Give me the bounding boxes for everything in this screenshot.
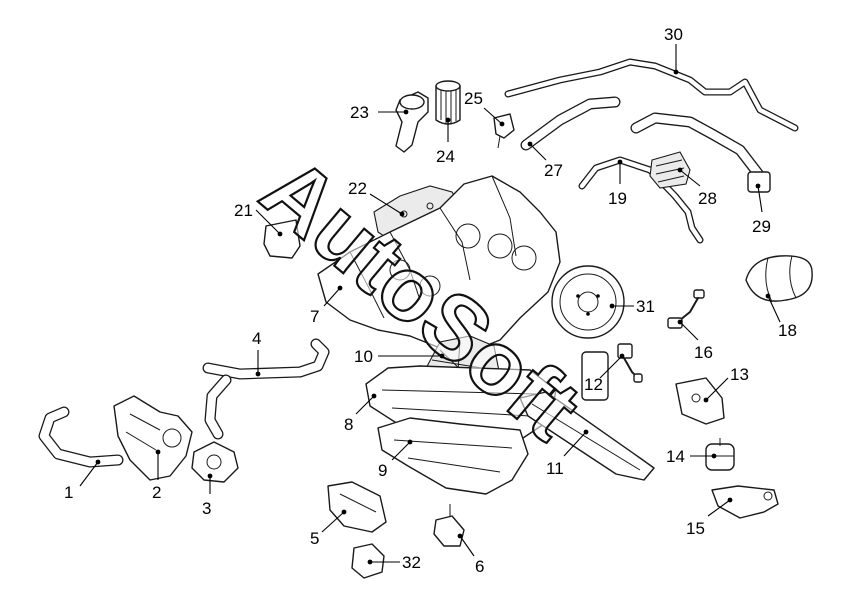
callout-label-19: 19 [608, 189, 627, 208]
callout-label-13: 13 [730, 365, 749, 384]
callout-label-14: 14 [666, 447, 685, 466]
callout-label-9: 9 [378, 461, 387, 480]
callout-10: 10 [354, 347, 445, 366]
callout-label-24: 24 [436, 147, 455, 166]
part-1-hose [38, 406, 124, 468]
callout-16: 16 [677, 319, 713, 362]
callout-label-32: 32 [402, 553, 421, 572]
part-28-connector [649, 151, 691, 189]
callout-2: 2 [152, 449, 161, 502]
part-16-harness [667, 289, 705, 329]
part-18-filter [745, 255, 813, 303]
callout-label-21: 21 [234, 201, 253, 220]
callout-label-4: 4 [252, 329, 261, 348]
callout-24: 24 [436, 117, 455, 166]
callout-9: 9 [378, 439, 413, 480]
callout-31: 31 [609, 297, 655, 316]
callout-label-10: 10 [354, 347, 373, 366]
part-6-sensor [433, 504, 465, 547]
callout-4: 4 [252, 329, 261, 377]
callout-29: 29 [752, 183, 771, 236]
part-31-flywheel [551, 265, 625, 339]
callout-22: 22 [348, 179, 405, 217]
callout-label-25: 25 [464, 89, 483, 108]
callout-12: 12 [584, 353, 625, 394]
callout-label-31: 31 [636, 297, 655, 316]
part-12-sensor [617, 343, 643, 383]
callout-label-22: 22 [348, 179, 367, 198]
callout-6: 6 [457, 533, 484, 576]
callout-label-18: 18 [778, 321, 797, 340]
callout-label-23: 23 [350, 103, 369, 122]
callout-27: 27 [527, 141, 563, 180]
callout-18: 18 [765, 293, 797, 340]
part-24-filter [435, 80, 461, 125]
callout-label-3: 3 [202, 499, 211, 518]
callout-19: 19 [608, 159, 627, 208]
part-14-mount [705, 438, 735, 471]
callout-25: 25 [464, 89, 505, 127]
callout-label-16: 16 [694, 343, 713, 362]
callout-8: 8 [344, 393, 377, 434]
callout-label-5: 5 [310, 529, 319, 548]
callout-label-29: 29 [752, 217, 771, 236]
part-3-thermostat [191, 441, 239, 483]
callout-label-12: 12 [584, 375, 603, 394]
part-4-hose [202, 338, 330, 440]
callout-15: 15 [686, 497, 733, 538]
callout-28: 28 [677, 167, 717, 208]
callout-label-11: 11 [546, 459, 564, 478]
part-15-bracket [711, 485, 779, 519]
callout-label-7: 7 [310, 307, 319, 326]
callout-11: 11 [546, 429, 589, 478]
callout-layer: 1 2 3 4 5 6 7 8 9 10 11 12 13 14 15 16 1… [64, 25, 797, 576]
part-5-mount [327, 481, 387, 533]
callout-label-15: 15 [686, 519, 705, 538]
callout-label-1: 1 [64, 483, 73, 502]
callout-1: 1 [64, 459, 101, 502]
part-30-pipe [504, 58, 799, 132]
callout-5: 5 [310, 509, 347, 548]
part-25-sensor [493, 113, 515, 149]
part-11-rail [519, 351, 655, 481]
callout-label-6: 6 [475, 557, 484, 576]
part-23-housing [395, 91, 429, 153]
part-21-bracket [263, 219, 301, 259]
part-7-engine-block [317, 175, 561, 353]
part-2-pump-housing [113, 395, 193, 481]
callout-label-30: 30 [664, 25, 683, 44]
callout-21: 21 [234, 201, 283, 237]
part-27-pipe [520, 96, 771, 193]
callout-23: 23 [350, 103, 409, 122]
part-9-oil-pan-lower [377, 417, 529, 495]
callout-label-27: 27 [544, 161, 563, 180]
callout-14: 14 [666, 447, 717, 466]
part-13-mount [675, 377, 725, 425]
callout-label-28: 28 [698, 189, 717, 208]
callout-label-8: 8 [344, 415, 353, 434]
callout-13: 13 [703, 365, 749, 403]
callout-32: 32 [367, 553, 421, 572]
callout-30: 30 [664, 25, 683, 75]
callout-label-2: 2 [152, 483, 161, 502]
callout-3: 3 [202, 473, 213, 518]
callout-7: 7 [310, 285, 343, 326]
